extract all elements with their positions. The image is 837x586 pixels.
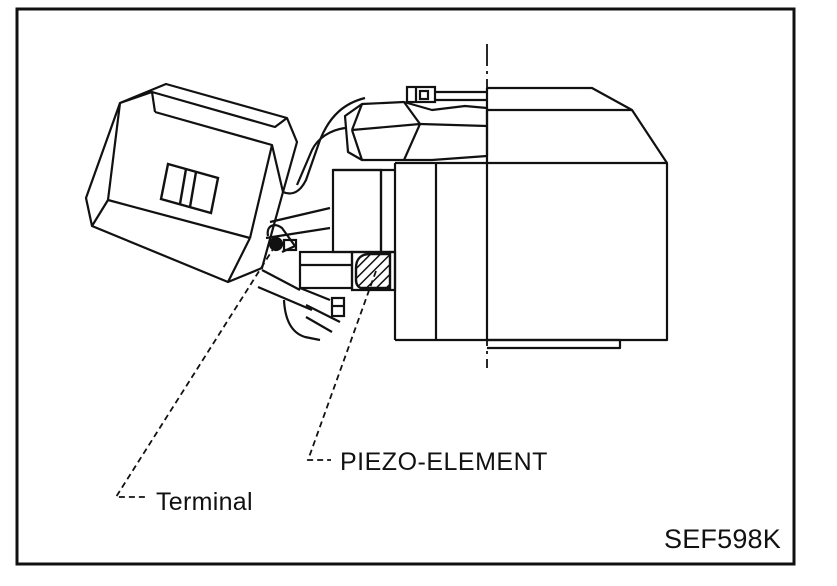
figure-frame — [15, 7, 796, 566]
sensor-body — [393, 86, 669, 350]
connector-neck — [257, 96, 366, 342]
terminal-label: Terminal — [156, 488, 253, 516]
connector-latch-window — [159, 162, 220, 215]
connector-housing — [84, 82, 299, 284]
lower-clip — [299, 286, 346, 318]
piezo-housing — [298, 250, 397, 292]
terminal-contact — [266, 224, 298, 253]
piezo-leader-line — [306, 270, 377, 461]
hex-nut — [343, 100, 489, 162]
figure-code-label: SEF598K — [664, 524, 781, 554]
piezo-element-label: PIEZO-ELEMENT — [340, 448, 548, 476]
piezo-element-section — [354, 252, 392, 290]
terminal-leader-line — [114, 245, 276, 498]
inner-body-blocks — [331, 168, 395, 254]
top-pin — [405, 85, 487, 104]
